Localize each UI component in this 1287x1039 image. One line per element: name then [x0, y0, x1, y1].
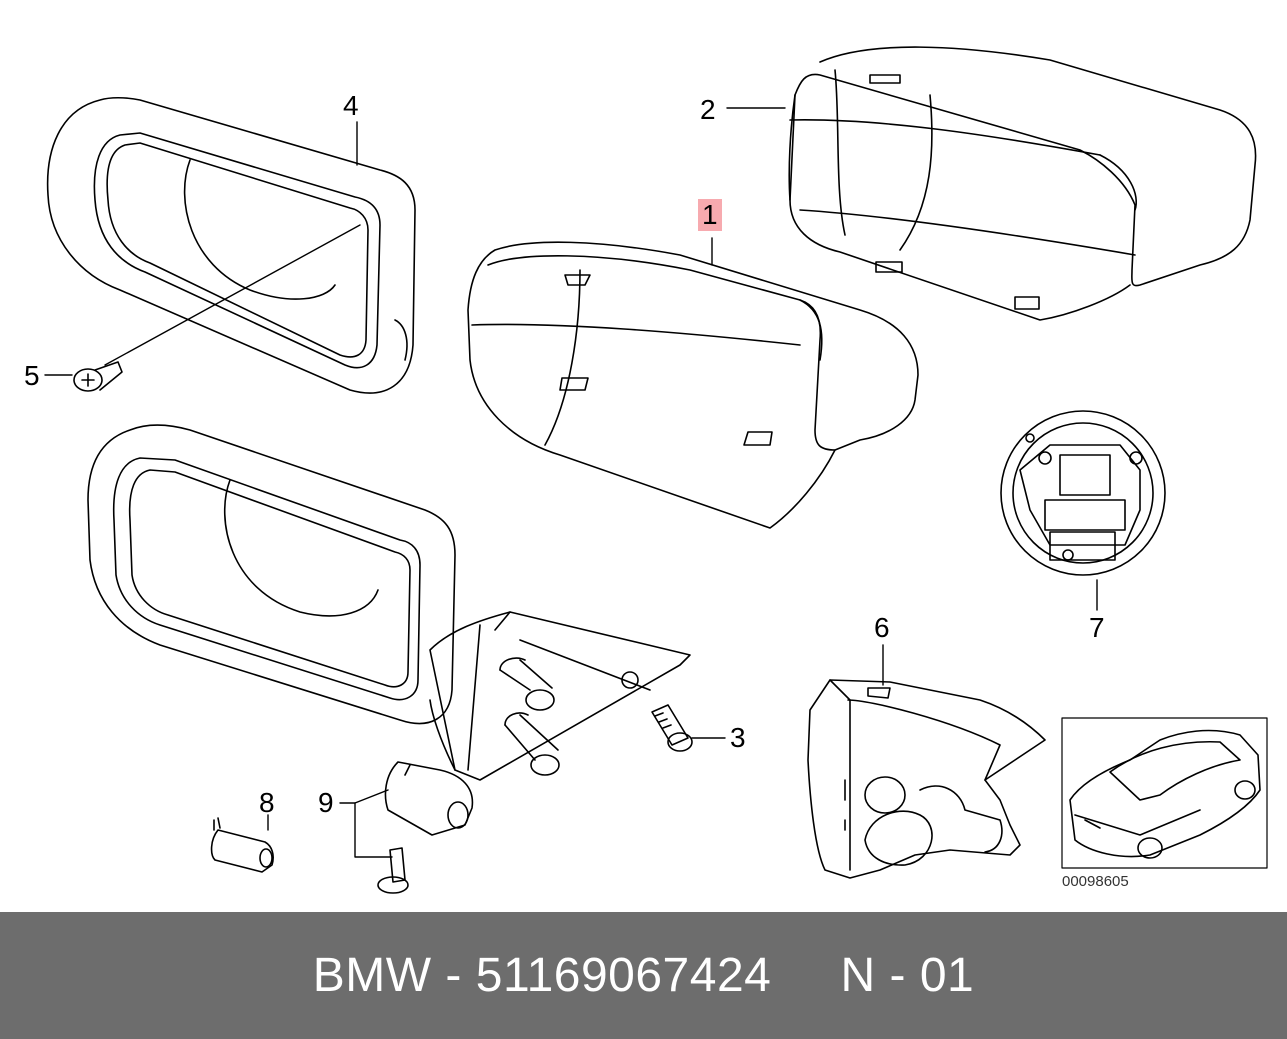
screw-part-5	[73, 361, 123, 392]
callout-1: 1	[698, 199, 722, 231]
callout-5: 5	[24, 360, 40, 391]
callout-4: 4	[343, 90, 359, 121]
car-inset	[1061, 717, 1268, 869]
mirror-glass-frame-part-4	[46, 96, 416, 394]
mirror-cap-part-2	[788, 46, 1257, 321]
connector-part-8	[210, 817, 274, 873]
parts-diagram	[44, 46, 1268, 894]
mirror-assembly	[87, 424, 691, 781]
callout-3: 3	[730, 722, 746, 753]
part-number-label: BMW - 51169067424 N - 01	[312, 949, 975, 1002]
callout-2: 2	[700, 94, 716, 125]
leader-lines	[44, 107, 1098, 858]
callout-6: 6	[874, 612, 890, 643]
mirror-base-part-6	[807, 679, 1046, 879]
diagram-reference-code: 00098605	[1062, 873, 1129, 890]
mirror-housing-part-1	[467, 241, 919, 529]
screw-part-3	[651, 704, 693, 752]
callout-8: 8	[259, 787, 275, 818]
callout-9: 9	[318, 787, 334, 818]
footer-bar: BMW - 51169067424 N - 01	[0, 912, 1287, 1039]
motor-unit-part-9	[377, 761, 474, 894]
callout-7: 7	[1089, 612, 1105, 643]
mirror-motor-part-7	[1000, 410, 1166, 576]
